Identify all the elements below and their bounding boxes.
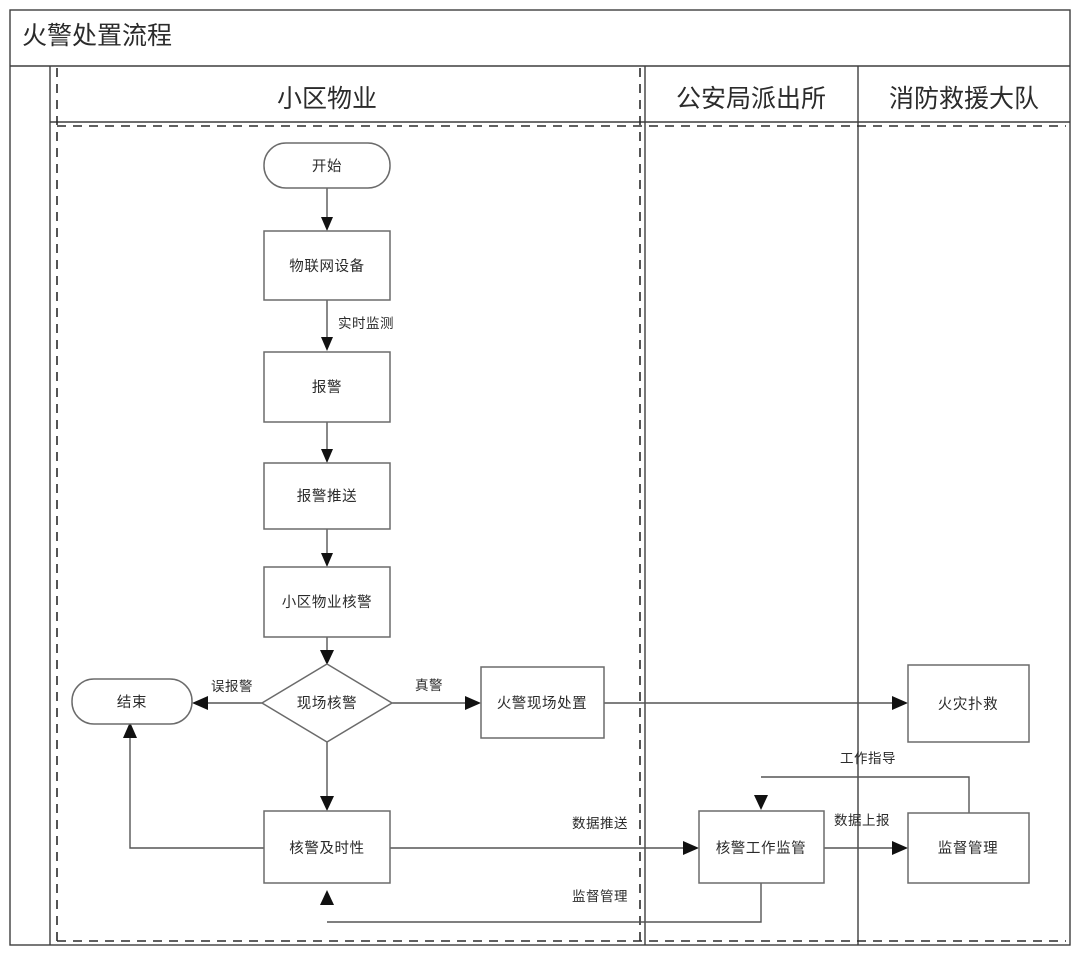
lane-header-property: 小区物业 xyxy=(277,85,377,113)
node-property-verify[interactable]: 小区物业核警 xyxy=(263,566,391,638)
node-property-verify-shape xyxy=(263,566,391,638)
arrowhead-push-to-verify xyxy=(321,553,333,567)
arrowhead-onsite-to-scene xyxy=(465,696,481,710)
node-work-supervision[interactable]: 核警工作监管 xyxy=(698,810,825,884)
arrowhead-iot-to-alarm xyxy=(321,337,333,351)
page-title: 火警处置流程 xyxy=(22,22,172,50)
arrowhead-alarm-to-push xyxy=(321,449,333,463)
node-verify-timeliness-label: 核警及时性 xyxy=(289,840,365,857)
node-property-verify-label: 小区物业核警 xyxy=(282,594,373,611)
node-end-label: 结束 xyxy=(117,694,147,711)
node-work-supervision-shape xyxy=(698,810,825,884)
node-scene-handling-label: 火警现场处置 xyxy=(497,695,588,712)
node-alarm-push[interactable]: 报警推送 xyxy=(263,462,391,530)
node-end[interactable]: 结束 xyxy=(71,678,193,725)
arrowhead-timeliness-to-worksuperv xyxy=(683,841,699,855)
node-onsite-verify-shape xyxy=(260,663,394,743)
node-scene-handling-shape xyxy=(480,666,605,739)
edge-label-realtime-monitor: 实时监测 xyxy=(338,316,394,331)
node-supervision-management-shape xyxy=(907,812,1030,884)
edge-labels: 实时监测 误报警 真警 数据推送 监督管理 数据上报 工作指导 xyxy=(211,316,896,904)
edge-label-supervise-manage: 监督管理 xyxy=(572,889,628,904)
node-alarm-label: 报警 xyxy=(312,379,342,396)
node-onsite-verify-label: 现场核警 xyxy=(297,695,357,712)
node-work-supervision-label: 核警工作监管 xyxy=(716,840,807,857)
lane-header-police: 公安局派出所 xyxy=(676,85,826,113)
arrowhead-timeliness-to-end xyxy=(123,722,137,738)
node-supervision-management[interactable]: 监督管理 xyxy=(907,812,1030,884)
lane-header-fire: 消防救援大队 xyxy=(889,85,1039,113)
edge-timeliness-to-end xyxy=(129,735,264,849)
node-verify-timeliness[interactable]: 核警及时性 xyxy=(263,810,391,884)
arrowhead-onsite-to-timeliness xyxy=(320,796,334,811)
node-iot-device-label: 物联网设备 xyxy=(289,258,365,275)
edge-label-data-push: 数据推送 xyxy=(572,816,628,831)
edge-worksuperv-to-timeliness xyxy=(327,883,762,923)
node-alarm-shape xyxy=(263,351,391,423)
outer-frame xyxy=(9,9,1071,946)
node-fire-fighting[interactable]: 火灾扑救 xyxy=(907,664,1030,743)
node-end-shape xyxy=(71,678,193,725)
node-fire-fighting-shape xyxy=(907,664,1030,743)
node-fire-fighting-label: 火灾扑救 xyxy=(938,696,998,713)
node-alarm-push-shape xyxy=(263,462,391,530)
edge-supervision-to-worksuperv xyxy=(761,776,970,813)
node-iot-device-shape xyxy=(263,230,391,301)
arrowhead-start-to-iot xyxy=(321,217,333,231)
node-alarm-push-label: 报警推送 xyxy=(297,488,357,505)
node-scene-handling[interactable]: 火警现场处置 xyxy=(480,666,605,739)
node-alarm[interactable]: 报警 xyxy=(263,351,391,423)
edge-label-work-guidance: 工作指导 xyxy=(840,751,896,766)
frame-group xyxy=(9,9,1071,946)
arrowhead-onsite-to-end xyxy=(192,696,208,710)
edge-label-true-alarm: 真警 xyxy=(415,678,443,693)
arrowhead-verify-to-onsite xyxy=(320,650,334,665)
edge-label-false-alarm: 误报警 xyxy=(211,679,253,694)
edge-label-data-report: 数据上报 xyxy=(834,813,890,828)
node-start-shape xyxy=(263,142,391,189)
connector-lines xyxy=(123,188,970,923)
arrowhead-worksuperv-to-timeliness xyxy=(320,890,334,905)
arrowhead-worksuperv-to-supervision xyxy=(892,841,908,855)
node-verify-timeliness-shape xyxy=(263,810,391,884)
node-start-label: 开始 xyxy=(312,158,342,175)
arrowhead-scene-to-firefight xyxy=(892,696,908,710)
lane-dashed-bounds xyxy=(56,68,1066,943)
lane-dividers xyxy=(49,66,1070,945)
node-supervision-management-label: 监督管理 xyxy=(938,840,998,857)
node-start[interactable]: 开始 xyxy=(263,142,391,189)
node-onsite-verify-decision[interactable]: 现场核警 xyxy=(260,663,394,743)
arrowhead-supervision-to-worksuperv xyxy=(754,795,768,810)
node-iot-device[interactable]: 物联网设备 xyxy=(263,230,391,301)
